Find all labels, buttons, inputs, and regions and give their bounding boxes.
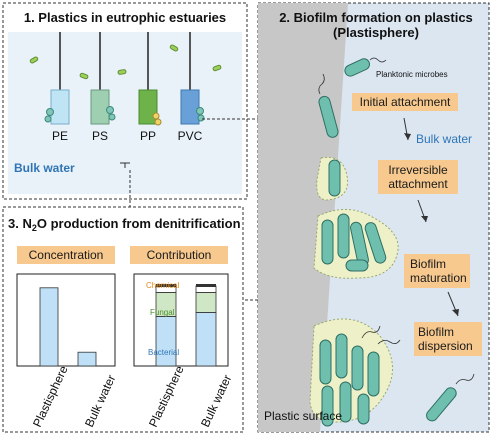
concentration-bar-plastisphere <box>39 287 59 367</box>
dispersed-cell <box>426 373 475 422</box>
label-pvc: PVC <box>178 129 203 143</box>
panel-2-title-line2: (Plastisphere) <box>333 25 419 40</box>
ps-strip <box>90 89 110 125</box>
step-maturation-line2: maturation <box>410 271 467 285</box>
pe-strip <box>50 89 70 125</box>
dispersion-biofilm-cells <box>319 333 380 427</box>
panel-3: 3. N2O production from denitrification C… <box>2 206 244 433</box>
panel-2-title-line1: 2. Biofilm formation on plastics <box>279 10 473 25</box>
step-dispersion-line2: dispersion <box>418 339 473 353</box>
step-irreversible-line2: attachment <box>388 177 448 191</box>
step-irreversible-line1: Irreversible <box>388 163 448 177</box>
seg-label-fungal: Fungal <box>150 308 175 317</box>
step-dispersion-box <box>414 322 482 356</box>
plastic-surface-label: Plastic surface <box>264 409 342 423</box>
contribution-plastisphere-bacterial <box>155 315 177 367</box>
panel-3-title-prefix: 3. N <box>8 216 32 231</box>
panel-3-title: 3. N2O production from denitrification <box>8 216 241 233</box>
contribution-bars <box>155 284 217 367</box>
panel-1-title: 1. Plastics in eutrophic estuaries <box>24 10 226 25</box>
seg-label-bacterial: Bacterial <box>148 348 179 357</box>
panel-2-bulk-water: Bulk water <box>416 132 472 146</box>
panel-3-title-suffix: O production from denitrification <box>37 216 241 231</box>
contribution-bulk-fungal <box>195 291 217 313</box>
contribution-plastisphere-cap <box>156 284 176 287</box>
panel-2: 2. Biofilm formation on plastics (Plasti… <box>257 2 490 433</box>
pp-strip <box>138 89 158 125</box>
attached-cell-2 <box>328 159 341 197</box>
panel-1-bulk-water: Bulk water <box>14 161 75 175</box>
step-dispersion-line1: Biofilm <box>418 325 454 339</box>
pvc-strip <box>180 89 200 125</box>
planktonic-microbes-label: Planktonic microbes <box>376 70 448 79</box>
step-initial-attachment: Initial attachment <box>360 95 451 109</box>
panel-1: 1. Plastics in eutrophic estuaries <box>2 2 248 200</box>
contribution-bulk-bacterial <box>195 311 217 367</box>
concentration-chart-frame <box>16 273 116 367</box>
attached-cells-1 <box>318 73 339 138</box>
panel-3-title-sub: 2 <box>32 223 37 233</box>
contribution-label-box <box>130 246 228 264</box>
contribution-bulk-cap <box>196 284 216 287</box>
planktonic-cell <box>344 57 387 77</box>
concentration-bar-bulk-water <box>77 351 97 367</box>
step-maturation-box <box>404 254 470 288</box>
step-initial-attachment-box <box>352 93 458 111</box>
step-maturation-line1: Biofilm <box>410 257 446 271</box>
step-irreversible-box <box>378 160 458 194</box>
seg-label-chemical: Chemical <box>146 281 180 290</box>
floating-microbes <box>29 44 222 80</box>
concentration-label: Concentration <box>29 248 104 262</box>
plastic-strips <box>44 32 205 126</box>
contribution-label: Contribution <box>147 248 212 262</box>
label-pp: PP <box>140 129 156 143</box>
label-pe: PE <box>52 129 68 143</box>
concentration-label-box <box>17 246 115 264</box>
label-ps: PS <box>92 129 108 143</box>
mature-biofilm-cells <box>321 213 387 272</box>
